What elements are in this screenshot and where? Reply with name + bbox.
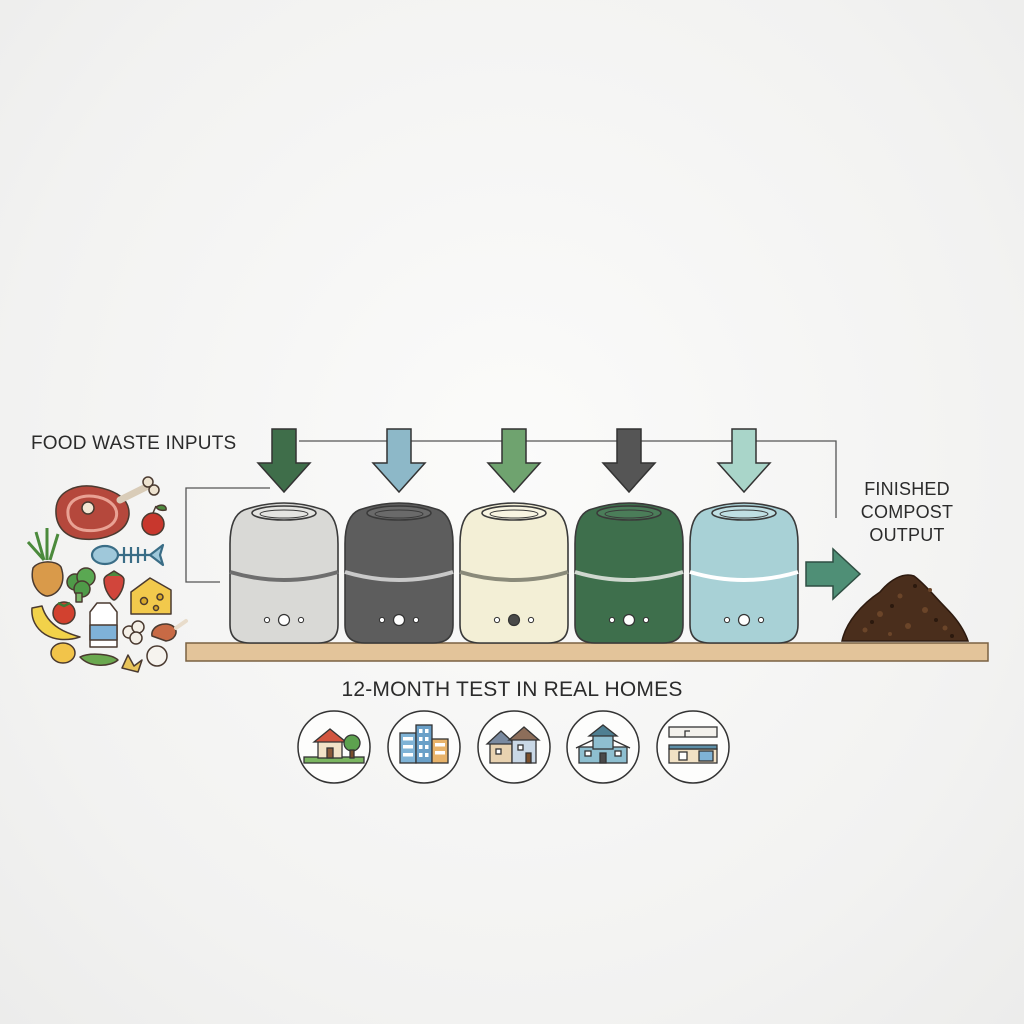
composter-band — [689, 570, 799, 582]
button-dot-icon — [378, 616, 386, 624]
broccoli-icon — [66, 567, 96, 603]
fish-skeleton-icon — [90, 543, 165, 567]
food-waste-illustration — [26, 476, 188, 673]
button-dot-icon — [642, 616, 650, 624]
lemon-icon — [50, 642, 76, 664]
egg-icon — [146, 645, 168, 667]
power-button-icon — [737, 613, 751, 627]
button-dot-icon — [297, 616, 305, 624]
strawberry-icon — [103, 570, 125, 601]
apartment-building-icon — [387, 710, 461, 784]
button-dot-icon — [723, 616, 731, 624]
cheese-icon — [130, 577, 172, 615]
apple-icon — [141, 504, 167, 536]
composter-body — [459, 502, 569, 644]
input-arrow-icon — [486, 428, 542, 494]
suburban-house-icon — [566, 710, 640, 784]
button-dot-icon — [412, 616, 420, 624]
eggshell-icon — [122, 620, 145, 645]
composter-5 — [689, 428, 799, 644]
composter-lid-inner — [489, 509, 539, 519]
home-icon-row — [297, 710, 730, 784]
composter-3 — [459, 428, 569, 644]
composter-1 — [229, 428, 339, 644]
tomato-icon — [52, 601, 76, 625]
button-dot-icon — [757, 616, 765, 624]
composter-lid-inner — [374, 509, 424, 519]
finished-compost-output-label: FINISHED COMPOST OUTPUT — [848, 478, 966, 547]
composter-band — [574, 570, 684, 582]
composter-row — [229, 428, 799, 644]
input-arrow-icon — [716, 428, 772, 494]
composter-lid-inner — [259, 509, 309, 519]
carrot-icon — [26, 528, 64, 597]
banana-peel-icon — [121, 654, 143, 673]
power-button-icon — [622, 613, 636, 627]
input-arrow-icon — [371, 428, 427, 494]
test-description-label: 12-MONTH TEST IN REAL HOMES — [341, 678, 683, 701]
milk-carton-icon — [89, 602, 118, 648]
button-dot-icon — [493, 616, 501, 624]
power-button-icon — [392, 613, 406, 627]
output-label-line: FINISHED COMPOST OUTPUT — [860, 479, 954, 545]
input-arrow-icon — [601, 428, 657, 494]
composter-band — [229, 570, 339, 582]
chicken-leg-icon — [151, 619, 188, 642]
cucumber-icon — [79, 653, 119, 666]
composter-body — [574, 502, 684, 644]
shelf — [185, 642, 989, 662]
composter-lid-inner — [719, 509, 769, 519]
composter-4 — [574, 428, 684, 644]
compost-pile — [841, 574, 970, 642]
button-dot-icon — [608, 616, 616, 624]
kitchen-icon — [656, 710, 730, 784]
banana-icon — [31, 605, 81, 641]
button-dot-icon — [527, 616, 535, 624]
composter-2 — [344, 428, 454, 644]
power-button-icon — [277, 613, 291, 627]
connector-lines — [185, 440, 837, 583]
composter-body — [229, 502, 339, 644]
townhouse-icon — [477, 710, 551, 784]
composter-body — [344, 502, 454, 644]
food-waste-inputs-label: FOOD WASTE INPUTS — [31, 433, 237, 454]
composter-lid-inner — [604, 509, 654, 519]
input-arrow-icon — [256, 428, 312, 494]
power-button-icon — [507, 613, 521, 627]
composter-band — [459, 570, 569, 582]
house-with-tree-icon — [297, 710, 371, 784]
composter-band — [344, 570, 454, 582]
composter-body — [689, 502, 799, 644]
steak-icon — [55, 476, 160, 541]
button-dot-icon — [263, 616, 271, 624]
outflow-arrow — [805, 547, 862, 601]
